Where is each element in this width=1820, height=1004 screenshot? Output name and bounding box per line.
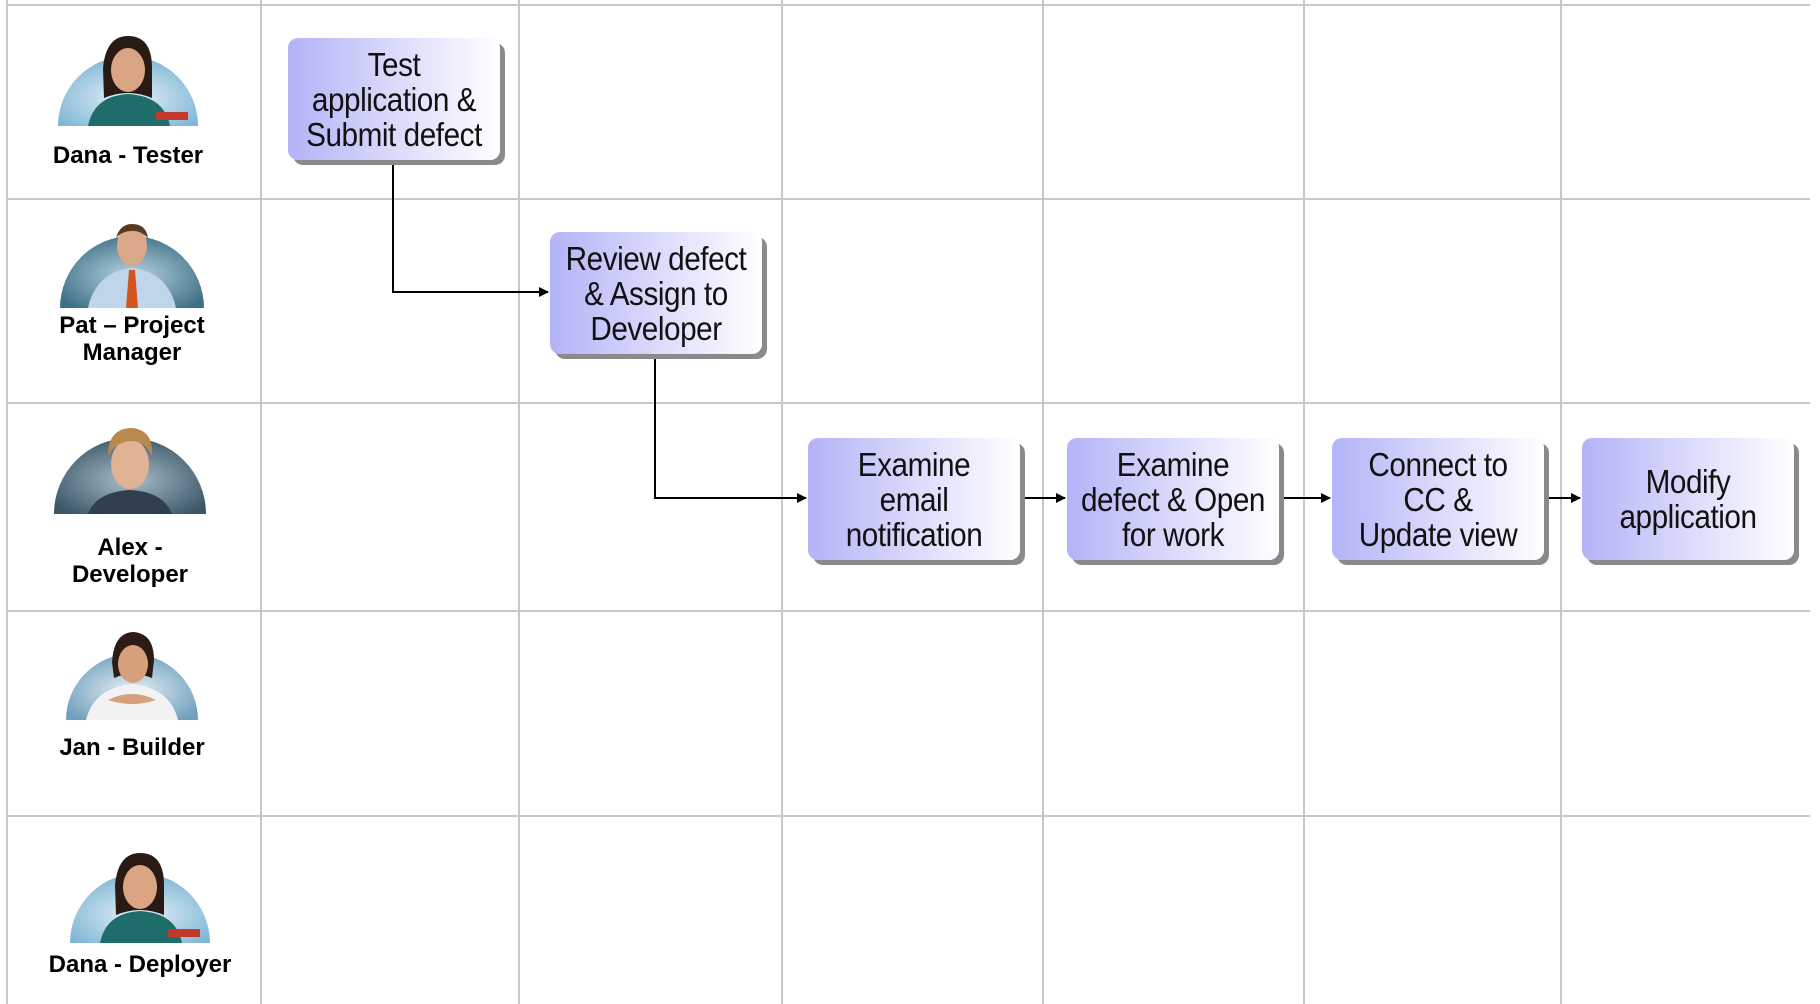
step-examine-defect: Examine defect & Open for work [1067,438,1279,560]
flow-arrow [654,356,807,503]
actor-label: Jan - Builder [59,734,205,761]
grid-line-horizontal [6,815,1810,817]
actor-dana-deployer: Dana - Deployer [20,817,260,1004]
step-test-application: Test application & Submit defect [288,38,500,160]
actor-label: Dana - Tester [52,142,204,169]
woman-portrait-icon [58,36,198,126]
grid-line-vertical [1303,0,1305,1004]
flow-arrow [392,162,549,297]
grid-line-vertical [781,0,783,1004]
grid-line-vertical [1560,0,1562,1004]
step-modify-application: Modify application [1582,438,1794,560]
man-portrait-icon [60,224,204,308]
actor-label: Dana - Deployer [48,951,232,978]
actor-dana-tester: Dana - Tester [8,6,248,198]
grid-line-vertical [1042,0,1044,1004]
woman-portrait-icon [66,632,198,720]
woman-portrait-icon [70,853,210,943]
grid-line-horizontal [6,610,1810,612]
young-man-portrait-icon [54,428,206,514]
step-review-defect: Review defect & Assign to Developer [550,232,762,354]
actor-label: Alex - Developer [71,534,189,588]
step-label: Test application & Submit defect [306,45,482,153]
grid-line-horizontal [6,4,1810,6]
step-examine-email: Examine email notification [808,438,1020,560]
step-label: Examine defect & Open for work [1080,445,1266,553]
step-label: Connect to CC & Update view [1358,445,1518,553]
actor-alex-developer: Alex - Developer [10,404,250,610]
grid-line-horizontal [6,402,1810,404]
actor-label: Pat – Project Manager [59,312,205,366]
grid-line-horizontal [6,198,1810,200]
grid-line-vertical [6,0,8,1004]
step-connect-cc: Connect to CC & Update view [1332,438,1544,560]
grid-line-vertical [518,0,520,1004]
step-label: Examine email notification [845,445,983,553]
step-label: Review defect & Assign to Developer [565,239,747,347]
step-label: Modify application [1619,463,1757,535]
grid-line-vertical [260,0,262,1004]
actor-pat-project-manager: Pat – Project Manager [12,200,252,402]
actor-jan-builder: Jan - Builder [12,612,252,815]
